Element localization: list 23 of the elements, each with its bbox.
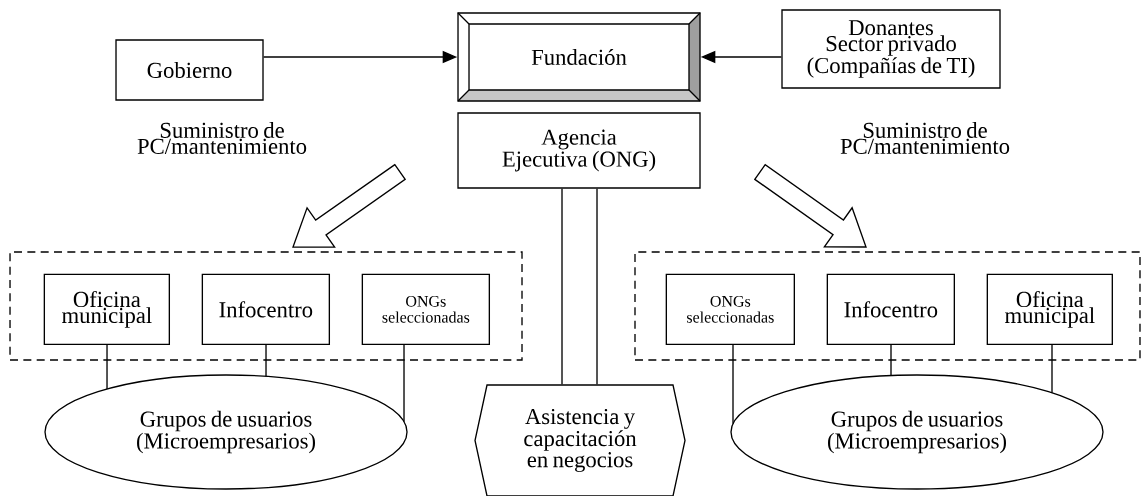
dashed-group-box bbox=[634, 251, 1141, 361]
connector-line bbox=[106, 344, 108, 390]
connector-line bbox=[596, 188, 598, 385]
beveled-box: Fundación bbox=[457, 12, 701, 102]
text-box: Oficina municipal bbox=[43, 273, 170, 345]
connector-line bbox=[1051, 344, 1053, 394]
dashed-group-box bbox=[9, 251, 523, 361]
edge-label: Suministro de PC/mantenimiento bbox=[840, 122, 1010, 154]
hexagon-box: Asistencia y capacitación en negocios bbox=[474, 384, 686, 496]
text-box: ONGs seleccionadas bbox=[665, 273, 795, 345]
connector-line bbox=[403, 344, 405, 423]
connector-line bbox=[732, 344, 734, 425]
edge-label: Suministro de PC/mantenimiento bbox=[137, 122, 307, 154]
text-box: ONGs seleccionadas bbox=[361, 273, 490, 345]
text-box: Infocentro bbox=[201, 273, 330, 345]
text-box: Infocentro bbox=[826, 273, 955, 345]
text-box: Donantes Sector privado (Compañías de TI) bbox=[781, 9, 1001, 89]
text-box: Oficina municipal bbox=[986, 273, 1113, 345]
text-box: Agencia Ejecutiva (ONG) bbox=[457, 112, 701, 189]
text-box: Gobierno bbox=[115, 39, 264, 101]
connector-line bbox=[561, 188, 563, 385]
connector-line bbox=[265, 344, 267, 378]
connector-line bbox=[890, 344, 892, 377]
